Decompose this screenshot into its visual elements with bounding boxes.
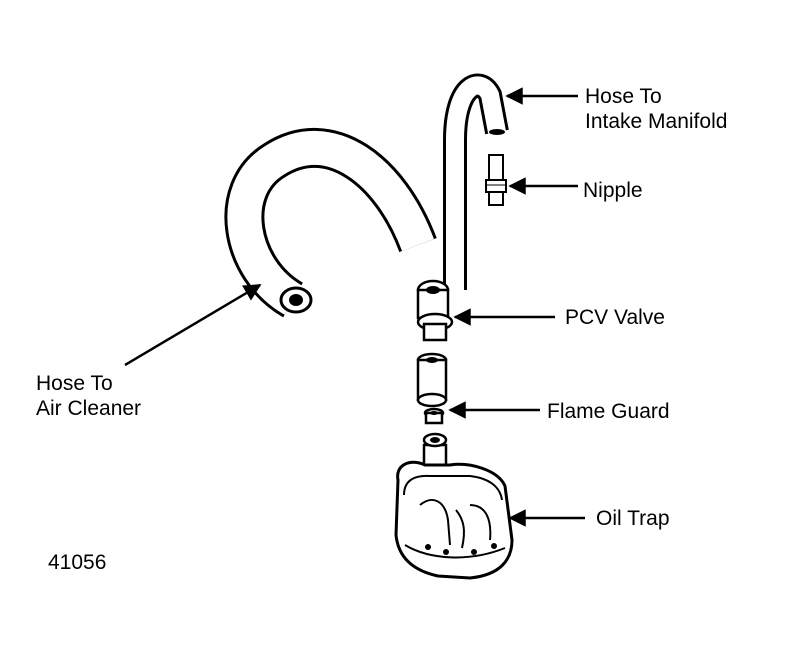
figure-id: 41056 — [48, 551, 106, 574]
label-pcv-valve: PCV Valve — [565, 306, 665, 329]
label-nipple: Nipple — [583, 179, 643, 202]
label-flame-guard: Flame Guard — [547, 400, 670, 423]
valve-tube — [416, 352, 448, 408]
label-hose-intake-line2: Intake Manifold — [585, 110, 727, 133]
leader-arrows — [124, 87, 585, 527]
hose-to-intake-manifold — [443, 73, 509, 290]
pcv-valve-part — [416, 279, 454, 342]
oil-trap-part — [394, 432, 514, 580]
flame-guard-part — [423, 407, 445, 425]
label-hose-intake-line1: Hose To — [585, 85, 662, 108]
nipple-part — [485, 154, 507, 206]
label-hose-air-line1: Hose To — [36, 372, 113, 395]
label-hose-air-line2: Air Cleaner — [36, 397, 141, 420]
hose-to-air-cleaner — [224, 128, 437, 318]
arrow-hose-air — [124, 283, 262, 367]
label-oil-trap: Oil Trap — [596, 507, 670, 530]
